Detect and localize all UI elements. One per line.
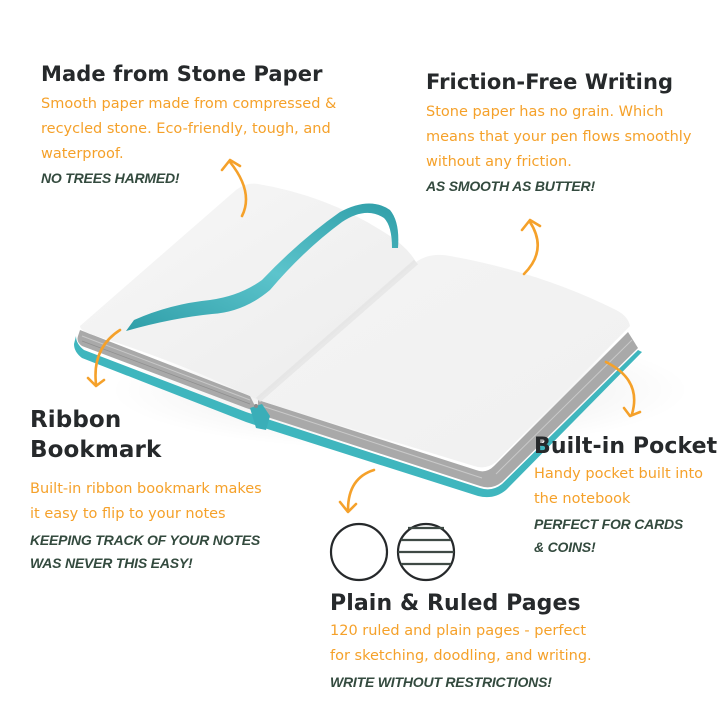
cover-left [74,336,258,426]
feature-title-line: Ribbon [30,407,122,433]
feature-tagline-line: PERFECT FOR CARDS [534,516,684,532]
feature-tagline-line: KEEPING TRACK OF YOUR NOTES [30,532,261,548]
feature-description-line: it easy to flip to your notes [30,506,226,522]
arrow-stone-paper [228,160,248,218]
feature-description-line: for sketching, doodling, and writing. [330,648,592,664]
page-edge-left [77,330,258,412]
feature-ribbon: Ribbon Bookmark Built-in ribbon bookmark… [30,405,262,575]
feature-title: Made from Stone Paper [41,62,323,86]
feature-tagline: AS SMOOTH AS BUTTER! [426,178,595,194]
feature-description-line: Stone paper has no grain. Which [426,104,664,120]
feature-stone-paper: Made from Stone Paper Smooth paper made … [41,61,336,190]
feature-tagline: WRITE WITHOUT RESTRICTIONS! [330,674,552,690]
feature-description-line: means that your pen flows smoothly [426,129,692,145]
arrow-pocket [604,360,636,416]
feature-tagline-line: WAS NEVER THIS EASY! [30,555,193,571]
feature-pages: Plain & Ruled Pages 120 ruled and plain … [330,591,592,694]
arrow-ribbon [94,328,122,386]
feature-description-line: the notebook [534,491,631,507]
feature-description-line: Smooth paper made from compressed & [41,96,337,112]
feature-tagline-line: & COINS! [534,539,596,555]
feature-description-line: without any friction. [426,154,572,170]
ribbon-bookmark [126,203,399,331]
right-page [258,254,630,468]
ruled-page-icon [396,522,456,582]
feature-description-line: 120 ruled and plain pages - perfect [330,623,587,639]
feature-title-line: Bookmark [30,437,162,463]
feature-description-line: recycled stone. Eco-friendly, tough, and [41,121,331,137]
feature-pocket: Built-in Pocket Handy pocket built into … [534,434,717,559]
arrow-friction-free [522,220,539,276]
feature-friction-free: Friction-Free Writing Stone paper has no… [426,69,691,198]
feature-description-line: waterproof. [41,146,124,162]
feature-title: Built-in Pocket [534,434,718,459]
feature-title: Friction-Free Writing [426,70,674,94]
plain-page-icon [329,522,389,582]
feature-tagline: NO TREES HARMED! [41,170,180,186]
feature-title: Plain & Ruled Pages [330,591,581,616]
cover-right [258,350,642,498]
pocket-tab [250,404,270,430]
feature-description-line: Built-in ribbon bookmark makes [30,481,262,497]
feature-description-line: Handy pocket built into [534,466,704,482]
arrow-pages [346,468,376,512]
